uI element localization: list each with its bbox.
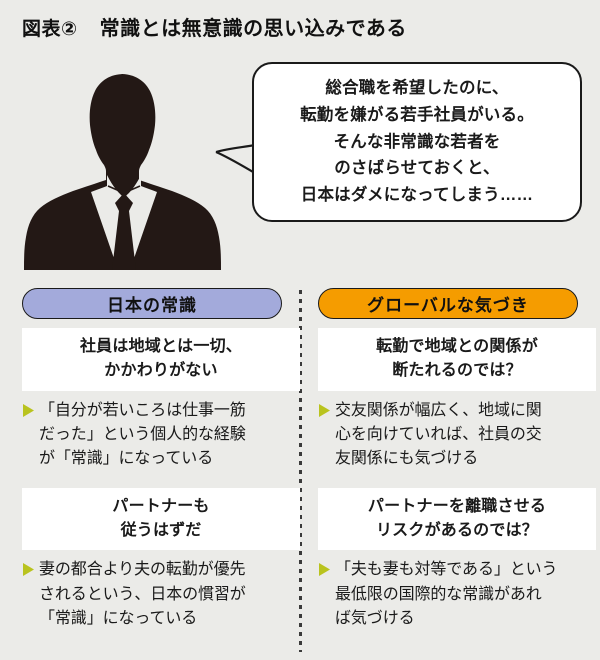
page-title-text: 常識とは無意識の思い込みである (99, 18, 407, 40)
speech-bubble-line: 総合職を希望したのに、 (325, 79, 509, 98)
statement-card-line: パートナーも (112, 497, 210, 515)
bullet-item: 「自分が若いころは仕事一筋 だった」という個人的な経験 が「常識」になっている (22, 399, 300, 472)
bullet-line: 友関係にも気づける (335, 450, 479, 468)
statement-card-line: 従うはずだ (120, 521, 202, 539)
statement-card: パートナーも 従うはずだ (22, 487, 300, 551)
statement-card-line: かかわりがない (104, 362, 218, 380)
bullet-item: 交友関係が幅広く、地域に関 心を向けていれば、社員の交 友関係にも気づける (318, 399, 596, 472)
bullet-line: 心を向けていれば、社員の交 (335, 425, 542, 443)
triangle-right-icon (318, 403, 331, 417)
bullet-item: 妻の都合より夫の転勤が優先 されるという、日本の慣習が 「常識」になっている (22, 558, 300, 631)
bullet-text: 妻の都合より夫の転勤が優先 されるという、日本の慣習が 「常識」になっている (39, 558, 300, 631)
bullet-line: 最低限の国際的な常識があれ (335, 585, 542, 603)
triangle-right-icon (318, 563, 331, 577)
page-title: 図表② 常識とは無意識の思い込みである (22, 12, 407, 41)
bullet-text: 「夫も妻も対等である」という 最低限の国際的な常識があれ ば気づける (335, 558, 596, 631)
statement-card: 社員は地域とは一切、 かかわりがない (22, 328, 300, 391)
speech-bubble-line: 転勤を嫌がる若手社員がいる。 (300, 105, 534, 124)
statement-card: 転勤で地域との関係が 断たれるのでは？ (318, 328, 596, 391)
statement-card-line: パートナーを離職させる (367, 497, 547, 515)
bullet-line: されるという、日本の慣習が (39, 585, 246, 603)
figure-number-label: 図表② (22, 19, 78, 40)
statement-card: パートナーを離職させる リスクがあるのでは？ (318, 487, 596, 551)
column-japan-common-sense: 日本の常識 社員は地域とは一切、 かかわりがない 「自分が若いころは仕事一筋 だ… (22, 288, 300, 631)
bullet-text: 「自分が若いころは仕事一筋 だった」という個人的な経験 が「常識」になっている (39, 399, 300, 472)
bullet-line: 「夫も妻も対等である」という (335, 561, 558, 579)
speech-bubble-line: そんな非常識な若者を (333, 132, 501, 151)
bullet-item: 「夫も妻も対等である」という 最低限の国際的な常識があれ ば気づける (318, 558, 596, 631)
bullet-line: 交友関係が幅広く、地域に関 (335, 401, 542, 419)
speech-bubble: 総合職を希望したのに、 転勤を嫌がる若手社員がいる。 そんな非常識な若者を のさ… (252, 62, 582, 222)
bullet-text: 交友関係が幅広く、地域に関 心を向けていれば、社員の交 友関係にも気づける (335, 399, 596, 472)
statement-card-line: 転勤で地域との関係が (376, 338, 538, 355)
column-global-awareness: グローバルな気づき 転勤で地域との関係が 断たれるのでは？ 交友関係が幅広く、地… (318, 288, 596, 631)
column-divider (299, 290, 302, 652)
comparison-columns: 日本の常識 社員は地域とは一切、 かかわりがない 「自分が若いころは仕事一筋 だ… (0, 288, 600, 660)
triangle-right-icon (22, 563, 35, 577)
bullet-line: が「常識」になっている (39, 450, 214, 468)
statement-card-line: リスクがあるのでは？ (375, 521, 538, 539)
bullet-line: だった」という個人的な経験 (39, 425, 246, 443)
speech-bubble-line: のさばらせておくと、 (334, 159, 500, 178)
statement-card-line: 社員は地域とは一切、 (79, 338, 242, 355)
triangle-right-icon (22, 403, 35, 417)
bullet-line: 「自分が若いころは仕事一筋 (39, 401, 246, 419)
speech-bubble-line: 日本はダメになってしまう…… (300, 186, 534, 205)
column-header-japan: 日本の常識 (22, 288, 282, 319)
bullet-line: 「常識」になっている (39, 609, 198, 627)
bullet-line: 妻の都合より夫の転勤が優先 (39, 561, 246, 579)
statement-card-line: 断たれるのでは？ (392, 362, 522, 380)
column-header-global: グローバルな気づき (318, 288, 578, 319)
businessman-silhouette-icon (24, 62, 224, 270)
bullet-line: ば気づける (335, 609, 415, 627)
